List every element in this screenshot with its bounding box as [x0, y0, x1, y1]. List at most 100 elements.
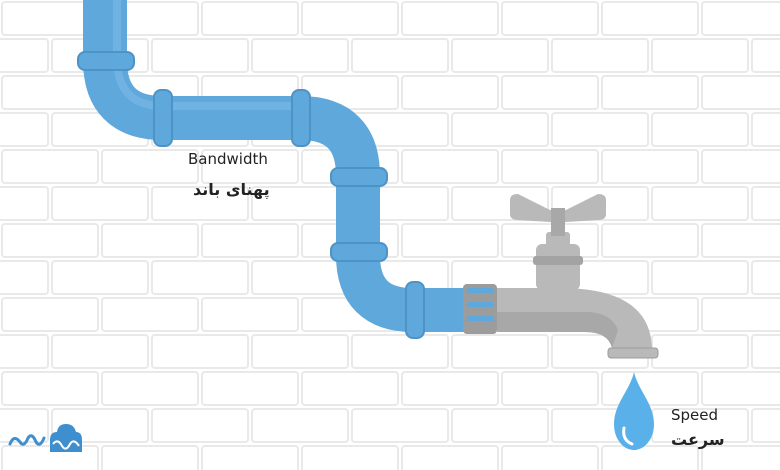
brick — [0, 260, 49, 295]
brick — [701, 445, 780, 470]
brick — [201, 1, 299, 36]
pipe-coupling — [330, 167, 388, 187]
brick — [151, 260, 249, 295]
brick — [151, 334, 249, 369]
brick — [701, 75, 780, 110]
brick — [451, 112, 549, 147]
brick — [101, 445, 199, 470]
brick — [1, 371, 99, 406]
speed-label-persian: سرعت — [671, 430, 725, 449]
brick — [451, 334, 549, 369]
brick — [51, 334, 149, 369]
brick — [1, 223, 99, 258]
brick — [451, 38, 549, 73]
brick — [301, 445, 399, 470]
brick — [1, 149, 99, 184]
brick — [0, 408, 49, 443]
brick — [0, 38, 49, 73]
brick — [201, 371, 299, 406]
brick — [601, 371, 699, 406]
brick — [451, 408, 549, 443]
brick — [301, 371, 399, 406]
faucet-spout — [607, 347, 659, 359]
brick — [1, 297, 99, 332]
brick — [401, 371, 499, 406]
brick — [751, 408, 780, 443]
brick — [401, 223, 499, 258]
brick — [651, 112, 749, 147]
brick — [101, 149, 199, 184]
pipe-coupling — [405, 281, 425, 339]
brick — [751, 38, 780, 73]
speed-label: Speed — [671, 406, 719, 424]
brick — [501, 371, 599, 406]
brick — [201, 223, 299, 258]
faucet-icon — [463, 194, 659, 359]
brick — [0, 334, 49, 369]
brick — [651, 38, 749, 73]
brick — [401, 1, 499, 36]
brick — [401, 75, 499, 110]
water-drop-icon — [614, 372, 654, 450]
pipe-coupling — [330, 242, 388, 262]
brick — [0, 186, 49, 221]
brick — [651, 334, 749, 369]
brick — [751, 186, 780, 221]
brick — [701, 149, 780, 184]
brick — [351, 38, 449, 73]
logo-icon — [8, 424, 82, 452]
brick — [151, 408, 249, 443]
brick — [601, 445, 699, 470]
brick — [601, 75, 699, 110]
brick — [701, 297, 780, 332]
bandwidth-label-persian: پهنای باند — [193, 180, 270, 199]
brick — [101, 297, 199, 332]
brick — [151, 38, 249, 73]
faucet-nut — [463, 284, 497, 334]
brick — [501, 1, 599, 36]
brick — [701, 1, 780, 36]
brick — [251, 408, 349, 443]
brick — [201, 445, 299, 470]
brick — [701, 371, 780, 406]
brick — [251, 260, 349, 295]
brick — [751, 260, 780, 295]
brick — [251, 334, 349, 369]
faucet-handle — [510, 194, 606, 222]
brick — [401, 445, 499, 470]
faucet-column — [536, 244, 580, 290]
bandwidth-label: Bandwidth — [188, 150, 268, 168]
brick — [501, 445, 599, 470]
pipe-icon — [77, 0, 470, 339]
brick — [551, 112, 649, 147]
brick — [101, 223, 199, 258]
brick — [351, 334, 449, 369]
brick — [551, 38, 649, 73]
brick — [1, 75, 99, 110]
brick — [701, 223, 780, 258]
brick — [401, 149, 499, 184]
brick — [151, 186, 249, 221]
brick — [751, 112, 780, 147]
brick — [0, 112, 49, 147]
brick — [51, 260, 149, 295]
brick — [651, 260, 749, 295]
pipe-body — [83, 0, 470, 332]
brick — [351, 408, 449, 443]
brick — [501, 75, 599, 110]
brick — [601, 1, 699, 36]
brick — [601, 149, 699, 184]
pipe-coupling — [77, 51, 135, 71]
brick — [251, 38, 349, 73]
brick — [651, 186, 749, 221]
brick — [501, 149, 599, 184]
brick — [301, 1, 399, 36]
brick — [51, 186, 149, 221]
brick — [751, 334, 780, 369]
brick — [101, 371, 199, 406]
pipe-coupling — [291, 89, 311, 147]
brick — [601, 223, 699, 258]
